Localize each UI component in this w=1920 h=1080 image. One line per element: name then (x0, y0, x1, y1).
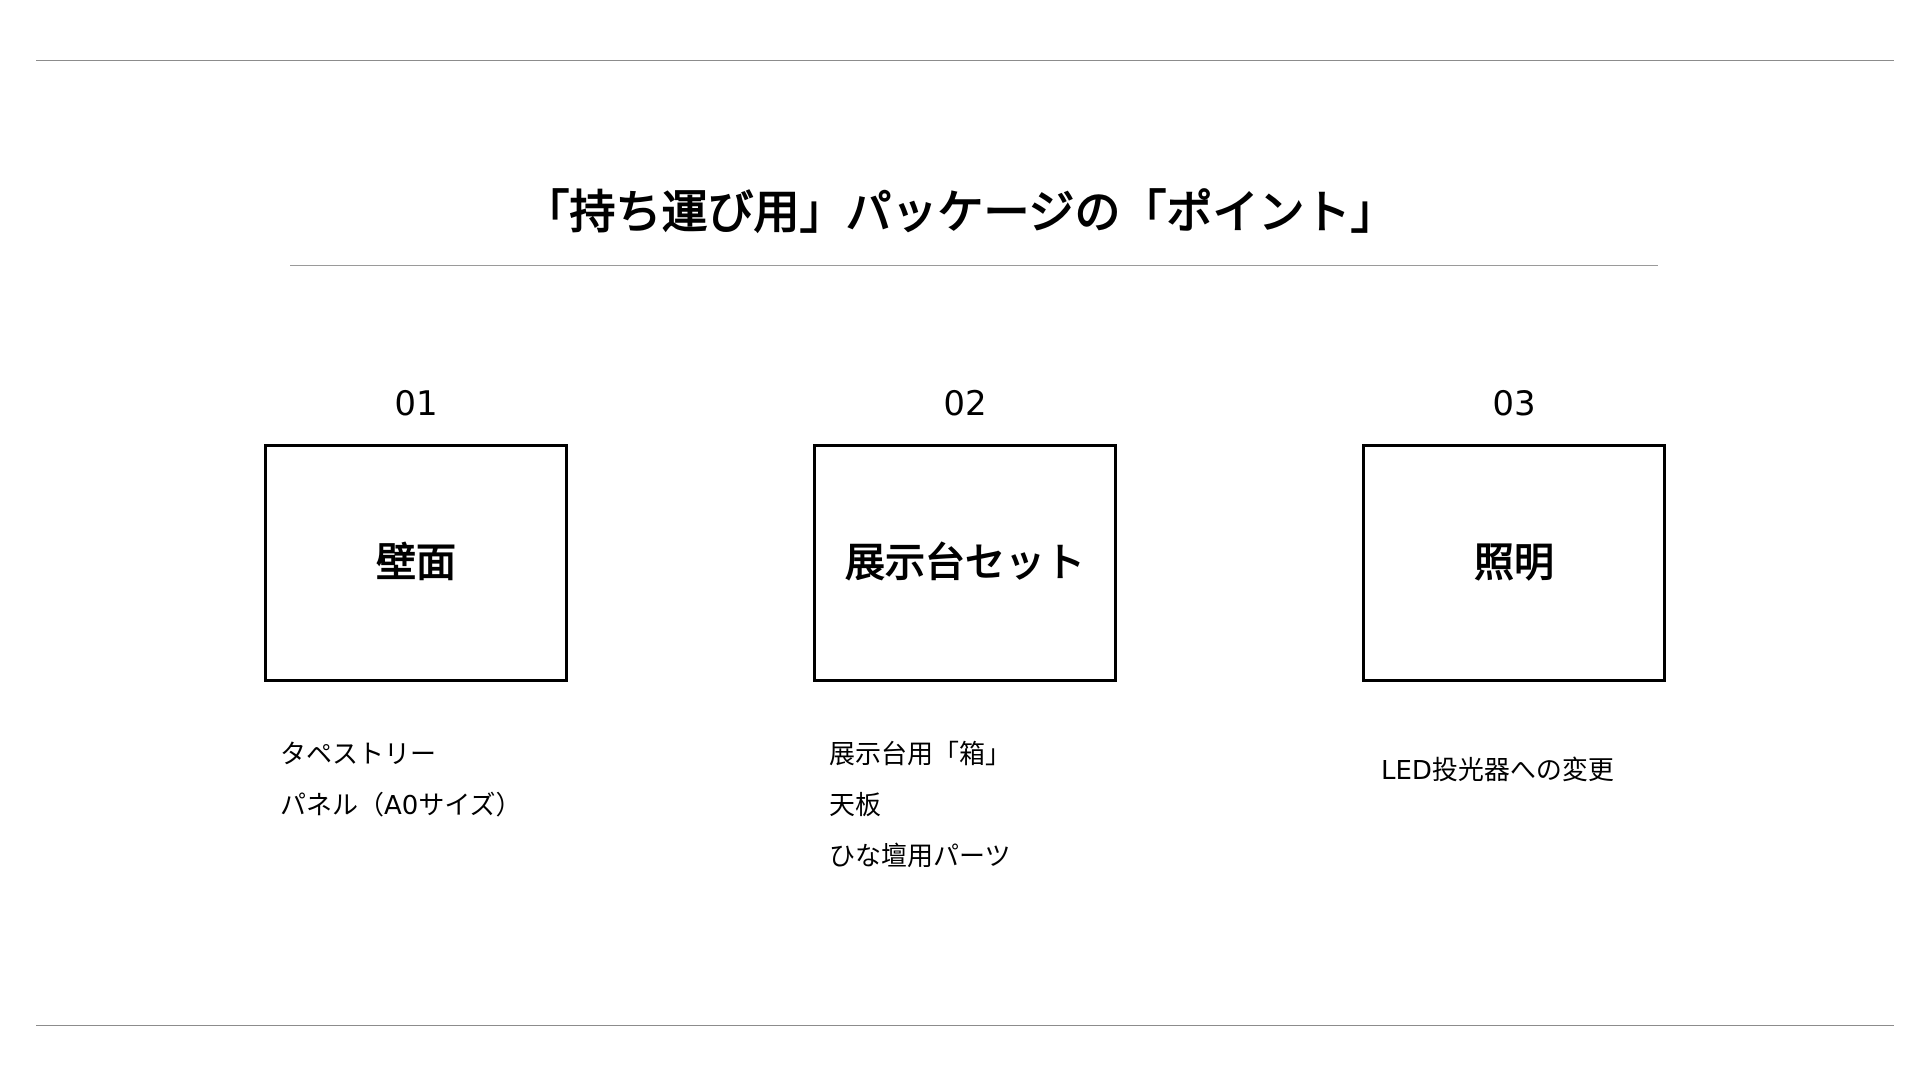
detail-item: パネル（A0サイズ） (280, 791, 522, 821)
point-details: 展示台用「箱」 天板 ひな壇用パーツ (813, 730, 1117, 883)
point-box: 照明 (1362, 444, 1666, 682)
point-number: 02 (943, 384, 987, 424)
point-number: 01 (394, 384, 438, 424)
top-divider (36, 60, 1894, 61)
point-card-01: 01 壁面 タペストリー パネル（A0サイズ） (264, 380, 568, 832)
point-details: タペストリー パネル（A0サイズ） (264, 730, 568, 832)
point-box: 壁面 (264, 444, 568, 682)
detail-item: 天板 (829, 791, 882, 821)
point-label: 照明 (1474, 540, 1554, 586)
title-underline (290, 265, 1658, 266)
point-label: 展示台セット (845, 540, 1085, 586)
point-number: 03 (1492, 384, 1536, 424)
point-box: 展示台セット (813, 444, 1117, 682)
point-card-03: 03 照明 LED投光器への変更 (1362, 380, 1666, 797)
point-details: LED投光器への変更 (1362, 746, 1666, 797)
detail-item: LED投光器への変更 (1381, 756, 1614, 786)
point-label: 壁面 (376, 540, 456, 586)
detail-item: 展示台用「箱」 (829, 740, 1012, 770)
bottom-divider (36, 1025, 1894, 1026)
point-card-02: 02 展示台セット 展示台用「箱」 天板 ひな壇用パーツ (813, 380, 1117, 883)
page-title: 「持ち運び用」パッケージの「ポイント」 (523, 185, 1397, 239)
detail-item: タペストリー (280, 740, 437, 770)
detail-item: ひな壇用パーツ (829, 842, 1011, 872)
